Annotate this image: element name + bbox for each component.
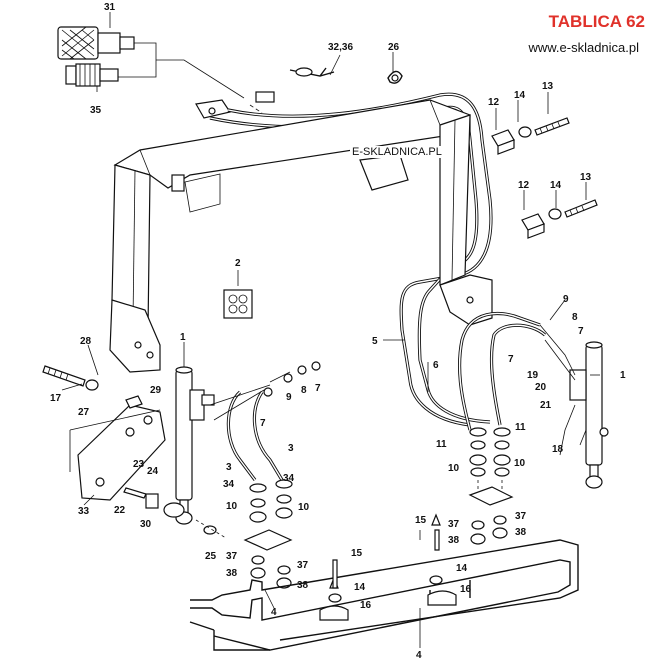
callout-31: 31 <box>104 2 116 13</box>
callout-10-right-b: 10 <box>514 458 526 469</box>
callout-13-upper: 13 <box>542 81 554 92</box>
coupler-bracket-line <box>118 42 245 99</box>
callout-24: 24 <box>147 466 159 477</box>
callout-1-right: 1 <box>620 370 626 381</box>
callout-38-left-a: 38 <box>226 568 238 579</box>
callout-26: 26 <box>388 42 400 53</box>
hydraulic-cylinder-right <box>569 341 609 489</box>
callout-35: 35 <box>90 105 102 116</box>
callout-18: 18 <box>552 444 564 455</box>
callout-37-right-a: 37 <box>448 519 460 530</box>
callout-5: 5 <box>372 336 378 347</box>
support-tubes <box>189 539 579 651</box>
callout-28: 28 <box>80 336 92 347</box>
callout-27: 27 <box>78 407 90 418</box>
callout-4-left: 4 <box>271 607 277 618</box>
callout-23: 23 <box>133 459 145 470</box>
callout-11-right-pair: 11 <box>515 422 526 433</box>
callout-16-clamp-a: 16 <box>360 600 372 611</box>
page-title: TABLICA 62 <box>548 12 645 31</box>
callout-19: 19 <box>527 370 539 381</box>
rear-hose-bracket <box>195 91 275 119</box>
callout-38-right-a: 38 <box>448 535 460 546</box>
callout-30: 30 <box>140 519 152 530</box>
callout-20: 20 <box>535 382 547 393</box>
callout-4-bottom: 4 <box>416 650 422 661</box>
callout-29: 29 <box>150 385 162 396</box>
callout-37-right-b: 37 <box>515 511 527 522</box>
callout-3-a: 3 <box>288 443 294 454</box>
callout-10-left-a: 10 <box>226 501 238 512</box>
callout-37-left-b: 37 <box>297 560 309 571</box>
callout-22: 22 <box>114 505 126 516</box>
callout-2: 2 <box>235 258 241 269</box>
clamp-bolt-upper <box>491 117 570 155</box>
callout-7-right-hose: 7 <box>508 354 514 365</box>
callout-14-upper: 14 <box>514 90 526 101</box>
callout-17: 17 <box>50 393 62 404</box>
rollover-frame <box>109 99 493 373</box>
watermark-text: E-SKLADNICA.PL <box>350 146 444 158</box>
callout-11-left-pair: 11 <box>436 439 447 450</box>
quick-coupler-male <box>65 63 119 87</box>
tube-clamps <box>319 513 457 621</box>
callout-3-b: 3 <box>226 462 232 473</box>
callout-13-lower: 13 <box>580 172 592 183</box>
callout-34-b: 34 <box>283 473 295 484</box>
callout-7-left-hose: 7 <box>260 418 266 429</box>
hydraulic-cylinder-left <box>175 366 215 525</box>
callout-14-clamp-a: 14 <box>354 582 366 593</box>
callout-38-left-b: 38 <box>297 580 309 591</box>
quick-coupler-female <box>57 26 135 60</box>
hose-clip-parts <box>289 67 403 84</box>
leader-lines <box>61 12 600 648</box>
callout-10-left-b: 10 <box>298 502 310 513</box>
callout-1-left: 1 <box>180 332 186 343</box>
callout-9-left: 9 <box>286 392 292 403</box>
callout-12-lower: 12 <box>518 180 530 191</box>
right-fitting-stacks <box>468 427 514 545</box>
callout-21: 21 <box>540 400 552 411</box>
left-fitting-stacks <box>243 361 321 589</box>
callout-9-right: 9 <box>563 294 569 305</box>
callout-15-lower: 15 <box>351 548 363 559</box>
callout-15-upper: 15 <box>415 515 427 526</box>
callout-7-left: 7 <box>315 383 321 394</box>
callout-38-right-b: 38 <box>515 527 527 538</box>
callout-16-clamp-b: 16 <box>460 584 472 595</box>
callout-14-clamp-b: 14 <box>456 563 468 574</box>
callout-12-upper: 12 <box>488 97 500 108</box>
warning-decal <box>223 289 253 319</box>
callout-33: 33 <box>78 506 90 517</box>
callout-25: 25 <box>205 551 217 562</box>
left-mounting-bracket <box>42 365 227 539</box>
callout-6: 6 <box>433 360 439 371</box>
callout-37-left-a: 37 <box>226 551 238 562</box>
callout-14-lower: 14 <box>550 180 562 191</box>
callout-32-36: 32,36 <box>328 42 353 53</box>
callout-34-a: 34 <box>223 479 235 490</box>
callout-10-right-a: 10 <box>448 463 460 474</box>
callout-8-right: 8 <box>572 312 578 323</box>
callout-8-left: 8 <box>301 385 307 396</box>
website-url: www.e-skladnica.pl <box>528 40 639 55</box>
callout-7-right: 7 <box>578 326 584 337</box>
part-callouts: 31 35 32,36 26 12 14 13 12 14 13 2 5 6 7… <box>50 2 626 661</box>
clamp-bolt-lower <box>521 199 598 239</box>
